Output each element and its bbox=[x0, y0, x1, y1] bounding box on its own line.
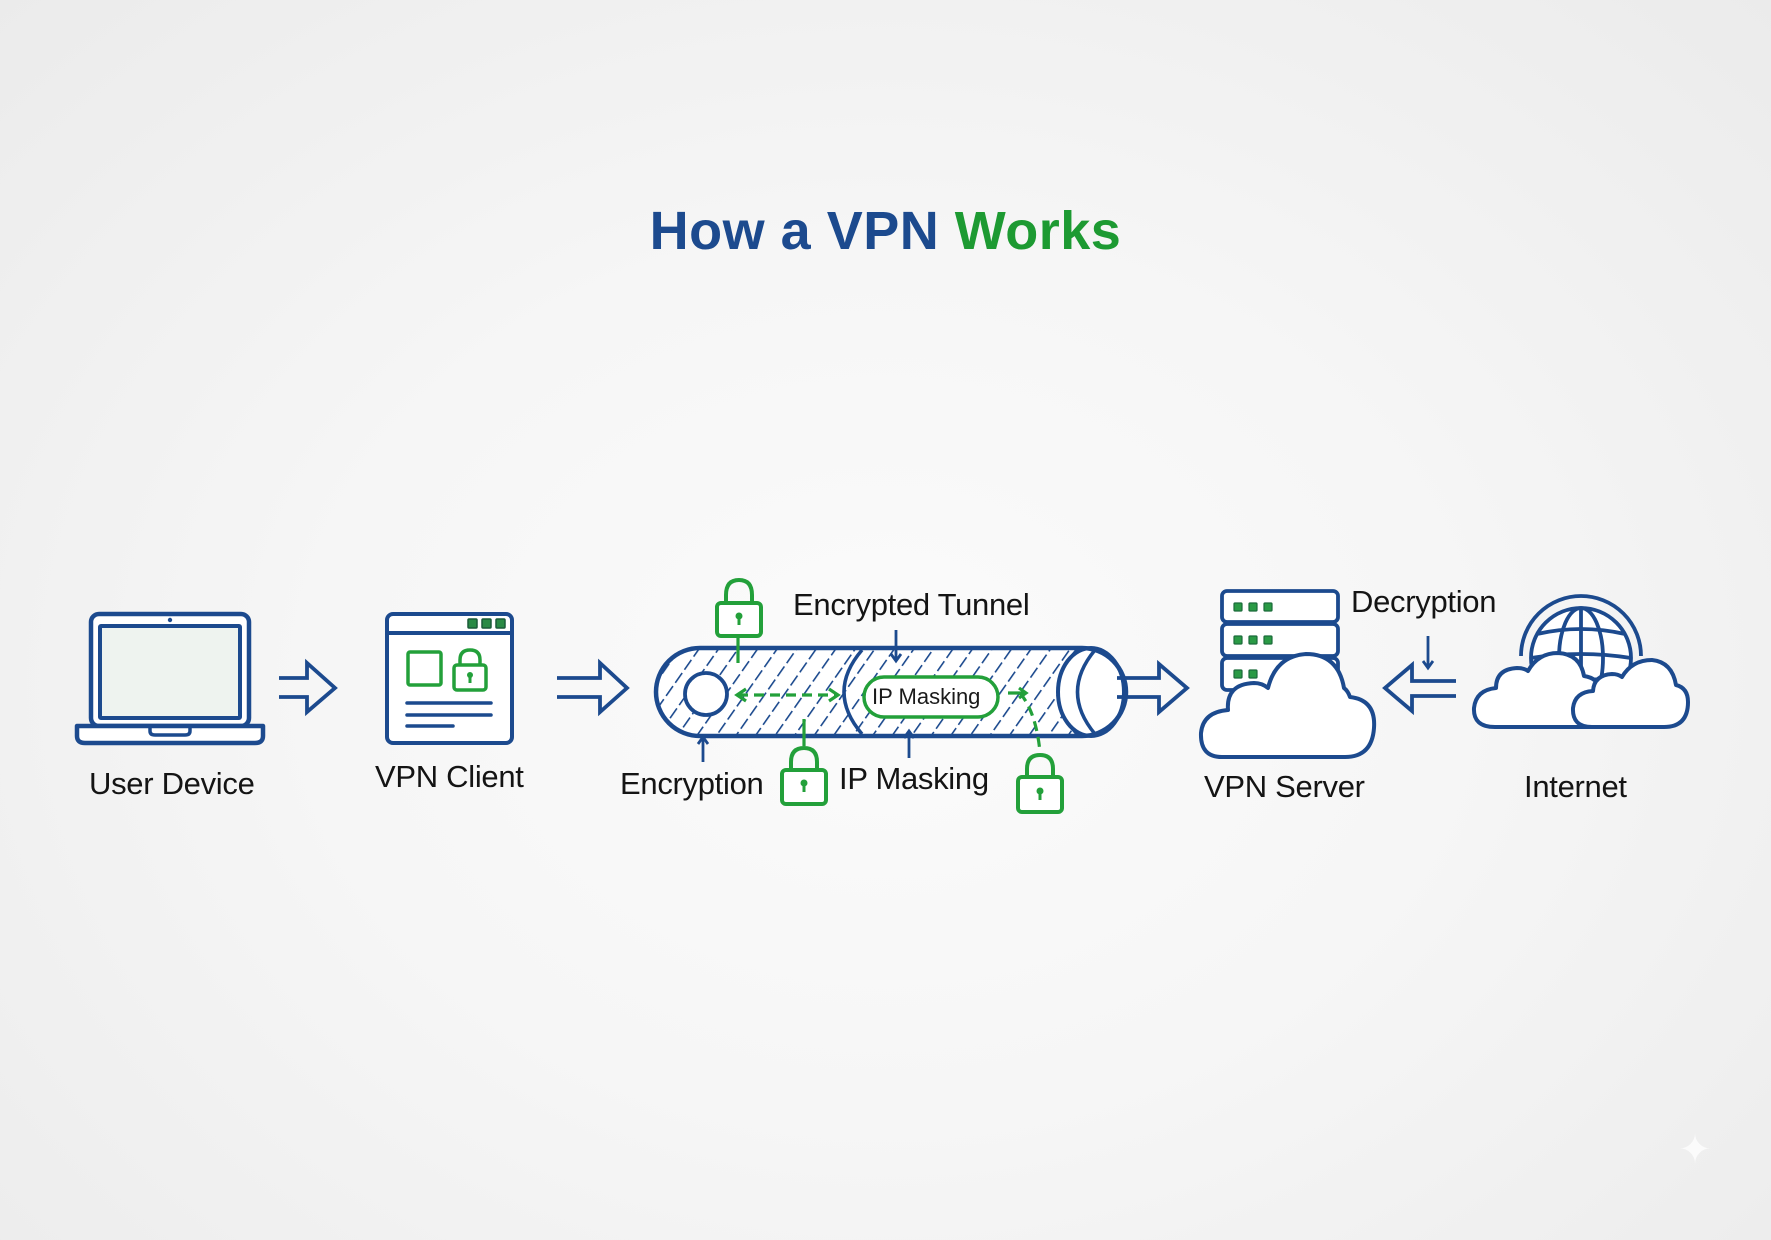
annotation-encryption: Encryption bbox=[620, 766, 764, 801]
pointer-lines bbox=[696, 630, 916, 762]
green-curved-connector bbox=[1008, 686, 1042, 753]
cloud-icon bbox=[1570, 658, 1690, 729]
window-control-dots bbox=[467, 618, 506, 629]
tunnel-icon bbox=[653, 630, 1129, 762]
sparkle-watermark-icon: ✦ bbox=[1678, 1128, 1712, 1172]
ip-masking-pill-label: IP Masking bbox=[872, 684, 981, 709]
node-label-user-device: User Device bbox=[89, 766, 255, 801]
cloud-icon bbox=[1198, 652, 1377, 759]
node-label-vpn-client: VPN Client bbox=[375, 759, 524, 794]
laptop-icon bbox=[74, 611, 266, 746]
globe-cloud-icon bbox=[1471, 594, 1690, 729]
padlock-icon bbox=[1016, 752, 1064, 814]
padlock-icon bbox=[715, 577, 763, 638]
browser-window-lock-icon bbox=[385, 612, 514, 745]
title-part-2: Works bbox=[954, 201, 1122, 261]
arrow-right-icon bbox=[1117, 659, 1190, 717]
annotation-ip-masking: IP Masking bbox=[839, 761, 989, 796]
data-flow-dashed-arrow bbox=[734, 687, 841, 703]
padlock-icon bbox=[452, 648, 488, 692]
page-title: How a VPN Works bbox=[0, 200, 1771, 262]
node-label-vpn-server: VPN Server bbox=[1204, 769, 1365, 804]
server-status-lights bbox=[1233, 602, 1273, 679]
arrow-right-icon bbox=[279, 658, 338, 717]
server-cloud-icon bbox=[1198, 589, 1377, 759]
text-lines bbox=[405, 701, 493, 728]
node-label-internet: Internet bbox=[1524, 769, 1627, 804]
arrow-left-icon bbox=[1382, 636, 1456, 716]
node-label-encrypted-tunnel: Encrypted Tunnel bbox=[793, 587, 1030, 622]
padlock-icon bbox=[780, 745, 828, 806]
content-square-icon bbox=[406, 650, 443, 687]
title-part-1: How a VPN bbox=[649, 201, 940, 261]
ip-masking-pill bbox=[862, 675, 1000, 719]
arrow-right-icon bbox=[557, 658, 630, 717]
annotation-decryption: Decryption bbox=[1351, 584, 1497, 619]
tunnel-entry-circle bbox=[683, 671, 729, 717]
